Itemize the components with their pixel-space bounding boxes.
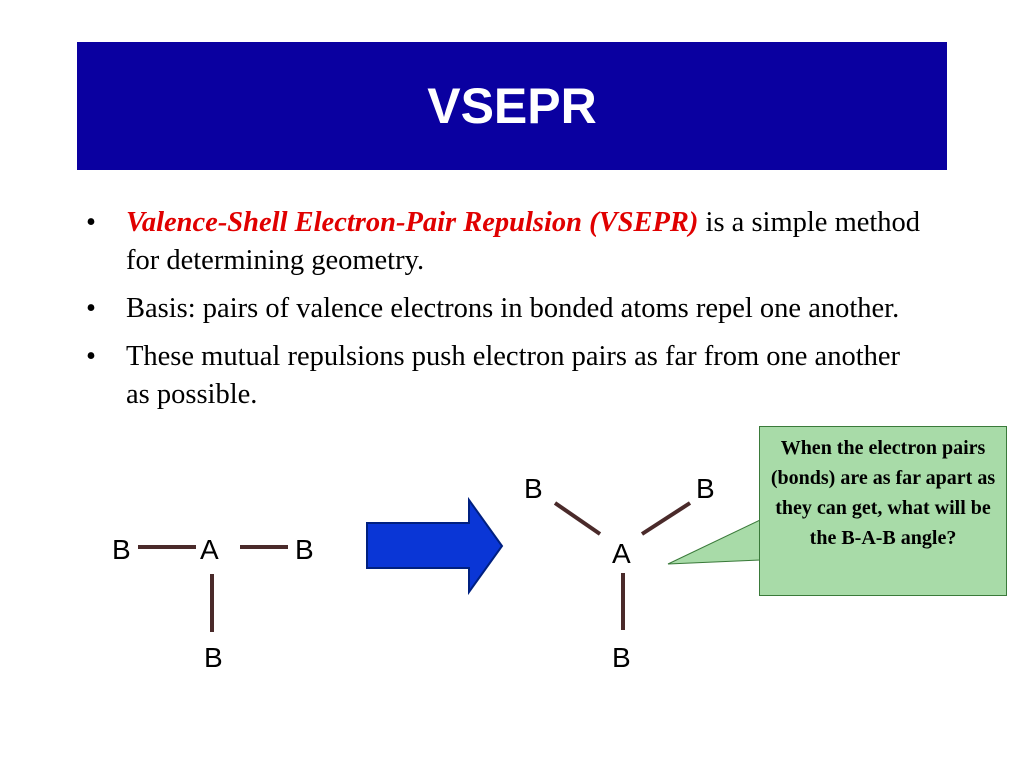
left-atom-b-right: B bbox=[295, 534, 314, 565]
bullet-item-basis: • Basis: pairs of valence electrons in b… bbox=[86, 290, 956, 328]
bullet-item-repulsions: • These mutual repulsions push electron … bbox=[86, 338, 906, 414]
callout-pointer bbox=[667, 519, 761, 565]
right-atom-b-top-left: B bbox=[524, 473, 543, 504]
right-bond-top-right bbox=[640, 501, 692, 536]
callout-box: When the electron pairs (bonds) are as f… bbox=[759, 426, 1007, 596]
bullet-marker: • bbox=[86, 293, 96, 324]
bullet-text: Basis: pairs of valence electrons in bon… bbox=[126, 293, 900, 324]
right-atom-b-bottom: B bbox=[612, 642, 631, 673]
left-atom-b-left: B bbox=[112, 534, 131, 565]
vsepr-term: Valence-Shell Electron-Pair Repulsion (V… bbox=[126, 207, 699, 238]
right-atom-b-top-right: B bbox=[696, 473, 715, 504]
bullet-text: These mutual repulsions push electron pa… bbox=[126, 341, 901, 410]
transform-arrow-icon bbox=[366, 496, 504, 596]
slide-title: VSEPR bbox=[427, 78, 597, 134]
right-bond-top-left bbox=[553, 501, 602, 536]
bullet-list: • Valence-Shell Electron-Pair Repulsion … bbox=[86, 204, 956, 424]
bullet-item-vsepr: • Valence-Shell Electron-Pair Repulsion … bbox=[86, 204, 956, 280]
left-atom-a-center: A bbox=[200, 534, 219, 565]
left-atom-b-bottom: B bbox=[204, 642, 223, 673]
right-atom-a-center: A bbox=[612, 538, 631, 569]
callout-text: When the electron pairs (bonds) are as f… bbox=[770, 437, 996, 549]
bullet-marker: • bbox=[86, 341, 96, 372]
bullet-text: is a simple method for determining geome… bbox=[126, 207, 921, 276]
title-bar: VSEPR bbox=[77, 42, 947, 170]
bullet-marker: • bbox=[86, 207, 96, 238]
